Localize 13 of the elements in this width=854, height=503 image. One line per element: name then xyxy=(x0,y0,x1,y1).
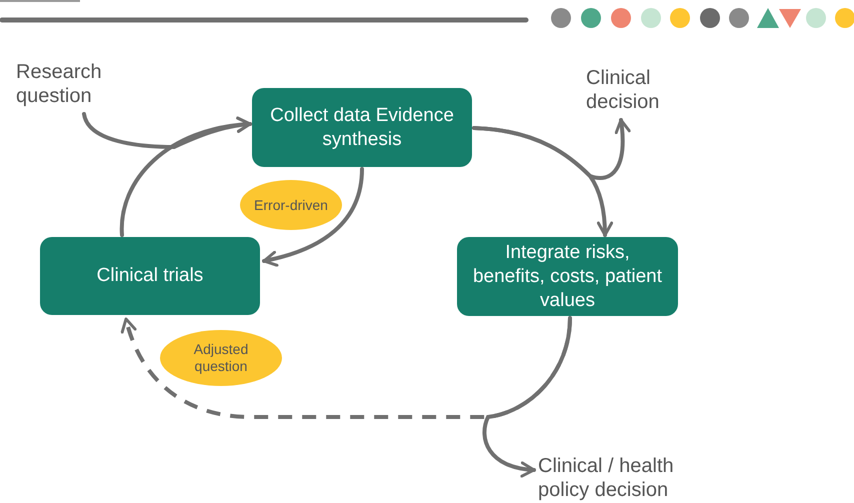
edge-label: Adjusted question xyxy=(160,330,282,386)
arrow xyxy=(121,318,572,419)
arrow xyxy=(472,126,613,237)
node-label: Research question xyxy=(16,60,103,108)
process-box: Collect data Evidence synthesis xyxy=(252,88,472,167)
process-box: Clinical trials xyxy=(40,237,260,315)
arrow xyxy=(262,167,364,266)
node-label: Clinical / health policy decision xyxy=(538,454,675,502)
arrow xyxy=(120,117,252,237)
edge-label: Error-driven xyxy=(240,180,342,230)
arrow xyxy=(482,316,572,477)
process-box: Integrate risks, benefits, costs, patient values xyxy=(457,237,678,316)
node-label: Clinical decision xyxy=(586,66,660,114)
